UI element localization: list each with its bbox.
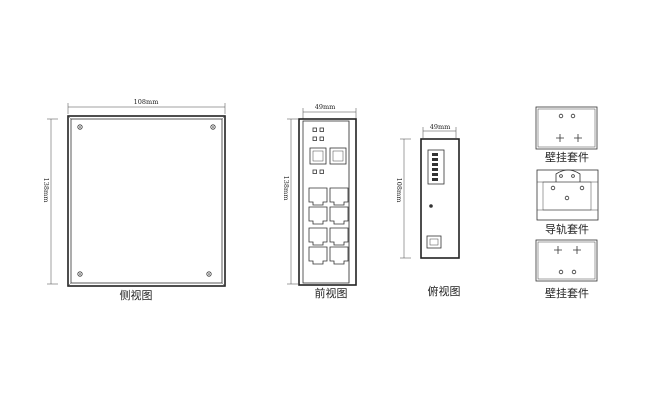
front-view: 49mm 138mm (282, 103, 357, 300)
mounting-hole-icon (556, 113, 582, 142)
side-width-label: 108mm (134, 98, 159, 106)
top-view: 49mm 108mm 俯视图 (395, 123, 461, 298)
ground-point-icon (429, 204, 433, 208)
mounting-hole-icon (554, 246, 581, 275)
rj45-port-icon (308, 187, 349, 265)
sfp-port-icon (309, 147, 347, 165)
side-height-label: 138mm (42, 178, 50, 203)
front-width-label: 49mm (315, 103, 336, 111)
front-panel-outline (298, 118, 357, 286)
wall-mount-kit-top-caption: 壁挂套件 (545, 150, 589, 164)
terminal-block-icon (427, 149, 445, 185)
din-clip-icon (555, 169, 581, 182)
top-height-label: 108mm (395, 178, 403, 203)
led-indicator-icon (312, 127, 324, 174)
top-panel-outline (420, 138, 460, 259)
console-port-icon (426, 235, 442, 249)
side-view: 108mm 138mm 侧视图 (42, 98, 226, 302)
front-view-caption: 前视图 (315, 286, 348, 300)
wall-mount-kit-bottom-caption: 壁挂套件 (545, 286, 589, 300)
wall-mount-kit-bottom: 壁挂套件 (535, 239, 598, 300)
din-rail-kit: 导轨套件 (536, 169, 599, 236)
side-panel-outline (67, 115, 226, 287)
top-view-caption: 俯视图 (428, 284, 461, 298)
top-width-label: 49mm (430, 123, 451, 131)
mounting-hole-icon (550, 174, 585, 201)
din-rail-kit-caption: 导轨套件 (545, 222, 589, 236)
side-view-caption: 侧视图 (120, 288, 153, 302)
wall-mount-kit-top: 壁挂套件 (535, 106, 598, 164)
front-height-label: 138mm (282, 176, 290, 201)
side-screw-icon (77, 124, 216, 277)
